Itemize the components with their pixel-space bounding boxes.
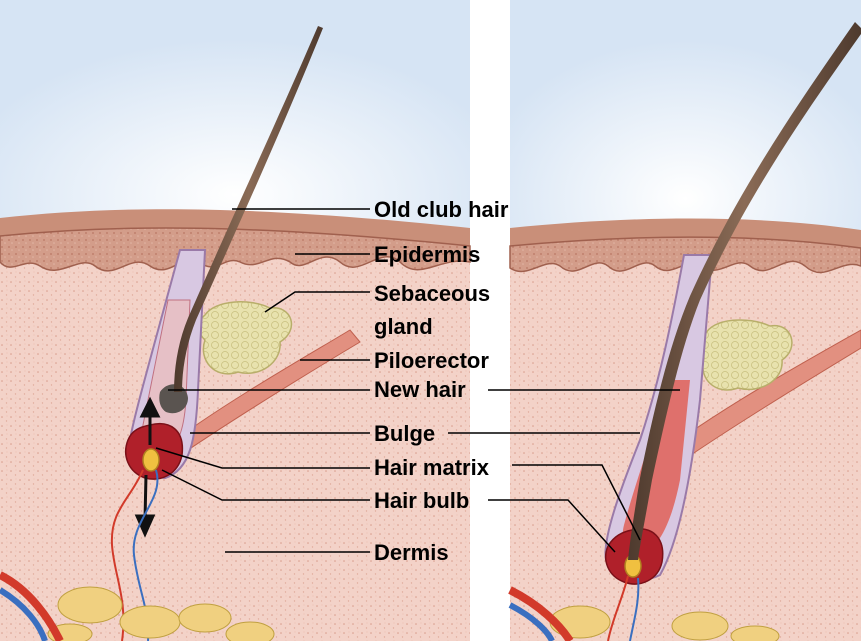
right-panel (510, 0, 861, 641)
label-bulge: Bulge (374, 421, 435, 447)
label-old-club-hair: Old club hair (374, 197, 508, 223)
label-hair-bulb: Hair bulb (374, 488, 469, 514)
label-dermis: Dermis (374, 540, 449, 566)
label-sebaceous-line1: Sebaceous (374, 281, 490, 307)
label-sebaceous-line2: gland (374, 314, 433, 340)
label-hair-matrix: Hair matrix (374, 455, 489, 481)
label-epidermis: Epidermis (374, 242, 480, 268)
label-piloerector: Piloerector (374, 348, 489, 374)
label-new-hair: New hair (374, 377, 466, 403)
left-dermal-papilla (143, 449, 159, 471)
